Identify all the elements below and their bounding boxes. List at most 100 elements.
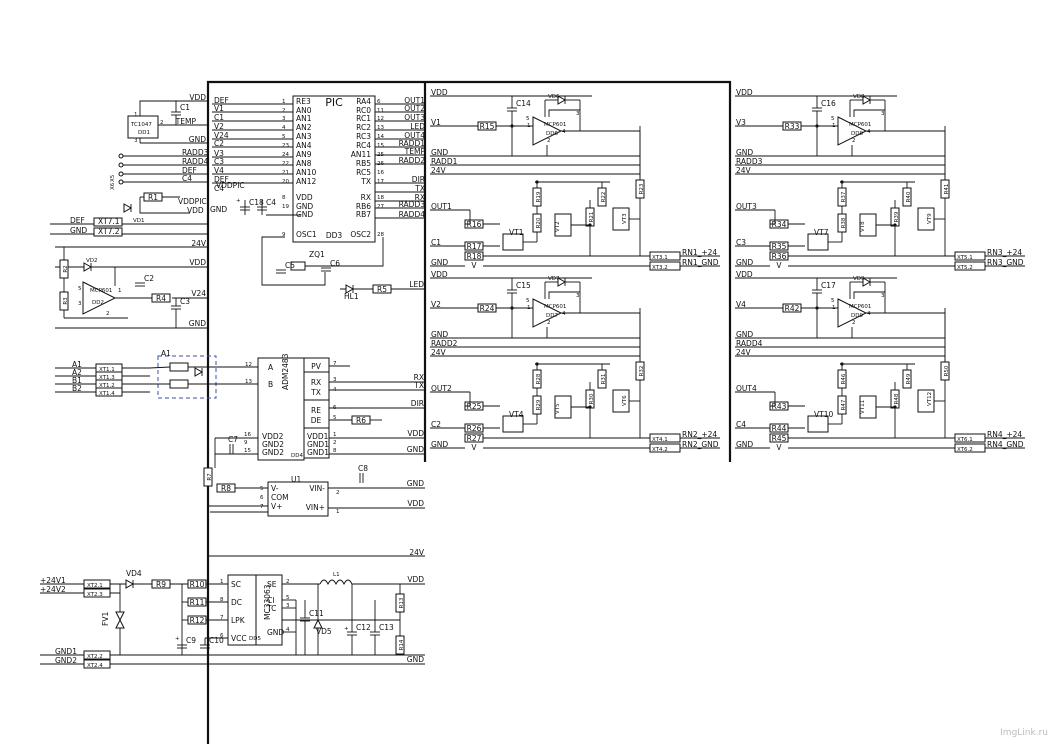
opamp-body	[837, 116, 868, 146]
chip-ref: DD2	[92, 300, 104, 306]
test-point	[118, 179, 124, 185]
junction	[893, 405, 897, 409]
resistor: R30	[585, 389, 595, 409]
pin-number: 2	[547, 138, 551, 144]
resistor-label: R37	[841, 191, 847, 202]
pin-number: 3	[78, 301, 82, 307]
pin-name: V-	[271, 484, 279, 493]
pin-number: 17	[377, 179, 384, 185]
resistor-label: R40	[906, 191, 912, 202]
pin-number: 11	[377, 108, 384, 114]
capacitor: C2	[135, 274, 154, 287]
net-label: VDD	[736, 88, 753, 97]
capacitor-label: C6	[330, 259, 340, 268]
resistor: R22	[597, 187, 607, 207]
transistor-label: VT9	[927, 213, 933, 224]
pin-number: 20	[282, 179, 289, 185]
net-label: VDD	[407, 575, 424, 584]
resistor: R28	[532, 369, 542, 389]
pin-label: XT3.1	[652, 255, 668, 261]
pic-net: RX	[415, 193, 425, 202]
pic-net: RADD1	[399, 139, 426, 148]
pic-net: GND	[210, 205, 227, 214]
resistor-label: R36	[772, 252, 787, 261]
net-label: GND	[736, 330, 753, 339]
resistor: R38	[837, 213, 847, 233]
resistor-label: R13	[399, 597, 405, 608]
led-label: HL1	[344, 292, 359, 301]
pin-name: DC	[231, 598, 242, 607]
junction	[535, 180, 539, 184]
diode-body	[345, 284, 355, 294]
inductor-label: L1	[333, 572, 340, 578]
test-point	[118, 171, 124, 177]
pin-label: XT2.3	[87, 592, 103, 598]
net-label: GND	[431, 330, 448, 339]
pin-number: 2	[333, 440, 337, 446]
resistor: R23	[635, 179, 645, 199]
chip-part: MCP601	[849, 122, 871, 128]
pic-pin-name: AN10	[296, 168, 317, 177]
capacitor: C14	[507, 99, 531, 112]
pin-box	[95, 387, 123, 397]
osc-wire	[305, 237, 384, 267]
net-label: GND	[189, 135, 206, 144]
diode-label: VD9	[853, 276, 865, 282]
pin-number: 23	[282, 143, 289, 149]
pic-net: DIR	[412, 175, 425, 184]
pic-net: OUT2	[404, 104, 425, 113]
capacitor-label: C11	[309, 609, 324, 618]
pic-pin-name: OSC1	[296, 230, 317, 239]
pin-name: CI	[267, 596, 274, 605]
test-point	[118, 162, 124, 168]
wire	[139, 197, 190, 214]
capacitor-label: C5	[285, 261, 295, 270]
capacitor-label: C16	[821, 99, 836, 108]
pic-pin-name: RB5	[356, 159, 371, 168]
pin-name: SC	[231, 580, 241, 589]
net-label: TEMP	[175, 117, 197, 126]
pin-number: 14	[377, 134, 384, 140]
net-label: 24V	[409, 548, 425, 557]
capacitor-label: C10	[209, 636, 224, 645]
resistor-label: R35	[772, 242, 787, 251]
pic-title: PIC	[325, 96, 343, 109]
opamp-body	[532, 116, 563, 146]
resistor-label: R50	[944, 365, 950, 376]
pic-body	[292, 95, 376, 243]
net-label: C2	[431, 420, 441, 429]
transistor-label: VT12	[927, 392, 933, 406]
resistor: R32	[635, 361, 645, 381]
net-label: VDD	[736, 270, 753, 279]
chip-part: MCP601	[544, 304, 566, 310]
pin-label: XT2.4	[87, 663, 103, 669]
mc33063-body	[255, 574, 283, 646]
capacitor: C1	[171, 103, 190, 116]
pic-pin-name: AN3	[296, 132, 312, 141]
pic-pin-name: RB6	[356, 202, 371, 211]
junction	[510, 124, 514, 128]
pin-number: 4	[562, 311, 566, 317]
net-label: 24V	[431, 166, 447, 175]
pin-number: 5	[526, 116, 530, 122]
pic-net: RADD3	[399, 200, 426, 209]
protection-block	[157, 355, 217, 399]
pin-name: VDD2	[262, 432, 284, 441]
capacitor-label: C7	[228, 435, 238, 444]
pin-number: 3	[282, 116, 286, 122]
resistor-label: R9	[156, 580, 166, 589]
pic-pin-name: RB7	[356, 210, 371, 219]
net-label: GND	[736, 258, 753, 267]
pin-number: 2	[547, 320, 551, 326]
bus-frame	[206, 80, 732, 744]
resistor-label: R2	[63, 265, 69, 272]
pin-label: XT1.1	[99, 367, 115, 373]
resistor-label: R28	[536, 373, 542, 384]
pin-number: 1	[220, 579, 224, 585]
main-bus	[206, 80, 732, 744]
capacitor-label: C13	[379, 623, 394, 632]
